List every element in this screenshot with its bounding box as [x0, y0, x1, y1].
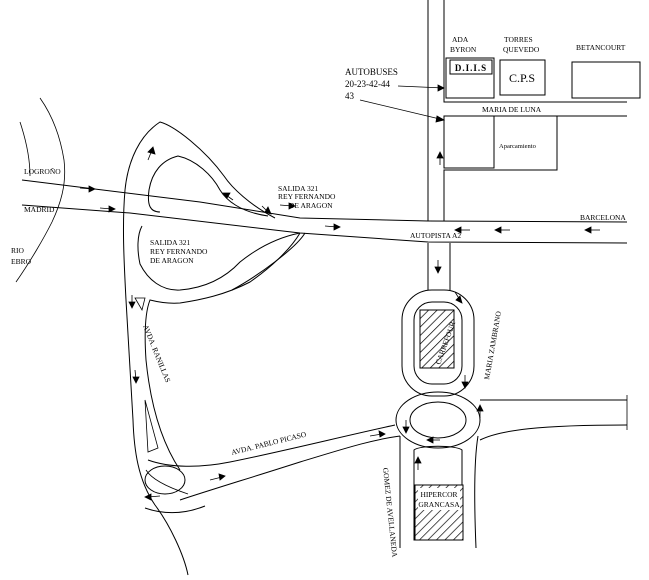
gomez-de-avellaneda-label: GOMEZ DE AVELLANEDA: [381, 467, 399, 558]
ebro-label: EBRO: [11, 257, 32, 266]
cps-label: C.P.S: [509, 71, 535, 85]
salida-left-line3: DE ARAGON: [150, 256, 194, 265]
building-carrefour: CARREFOUR: [419, 309, 457, 369]
byron-label: BYRON: [450, 45, 477, 54]
map-labels: LOGROÑO MADRID RIO EBRO SALIDA 321 REY F…: [11, 67, 626, 558]
salida-321-interchange: [122, 121, 306, 576]
rio-label: RIO: [11, 246, 25, 255]
salida-left-line1: SALIDA 321: [150, 238, 190, 247]
salida-left-line2: REY FERNANDO: [150, 247, 208, 256]
maria-zambrano-road: [395, 243, 628, 549]
building-torres-quevedo: C.P.S TORRES QUEVEDO: [499, 35, 546, 96]
salida-top-line1: SALIDA 321: [278, 184, 318, 193]
campus-roads: [427, 0, 627, 221]
ada-label: ADA: [452, 35, 469, 44]
quevedo-label: QUEVEDO: [503, 45, 540, 54]
autopista-label: AUTOPISTA A2: [410, 231, 461, 240]
maria-zambrano-label: MARIA ZAMBRANO: [482, 310, 503, 380]
maria-de-luna-label: MARIA DE LUNA: [482, 105, 542, 114]
torres-label: TORRES: [504, 35, 533, 44]
autobuses-lines: 20-23-42-44: [345, 79, 390, 89]
madrid-label: MADRID: [24, 205, 55, 214]
autopista-a2: [21, 179, 628, 244]
diis-label: D.I.I.S: [455, 63, 487, 73]
aparcamiento-label: Aparcamiento: [499, 143, 536, 150]
salida-top-line3: DE ARAGON: [289, 201, 333, 210]
salida-top-line2: REY FERNANDO: [278, 192, 336, 201]
building-betancourt: BETANCOURT: [571, 43, 641, 99]
betancourt-label: BETANCOURT: [576, 43, 626, 52]
grancasa-label: GRANCASA: [418, 500, 460, 509]
logrono-label: LOGROÑO: [24, 166, 61, 176]
autobuses-line-43: 43: [345, 91, 355, 101]
hipercor-label: HIPERCOR: [420, 490, 457, 499]
river-ebro: [15, 97, 66, 283]
avda-pablo-picaso: [144, 424, 401, 514]
avda-ranillas-median: [144, 399, 159, 453]
bus-stop-pointers: [359, 84, 446, 123]
avda-pablo-picaso-label: AVDA. PABLO PICASO: [230, 429, 307, 456]
building-ada-byron: D.I.I.S ADA BYRON: [445, 35, 495, 99]
building-hipercor: HIPERCOR GRANCASA: [414, 484, 464, 541]
parking-aparcamiento: Aparcamiento: [443, 115, 536, 169]
barcelona-label: BARCELONA: [580, 213, 626, 222]
traffic-arrows: [79, 146, 600, 501]
autobuses-label: AUTOBUSES: [345, 67, 398, 77]
